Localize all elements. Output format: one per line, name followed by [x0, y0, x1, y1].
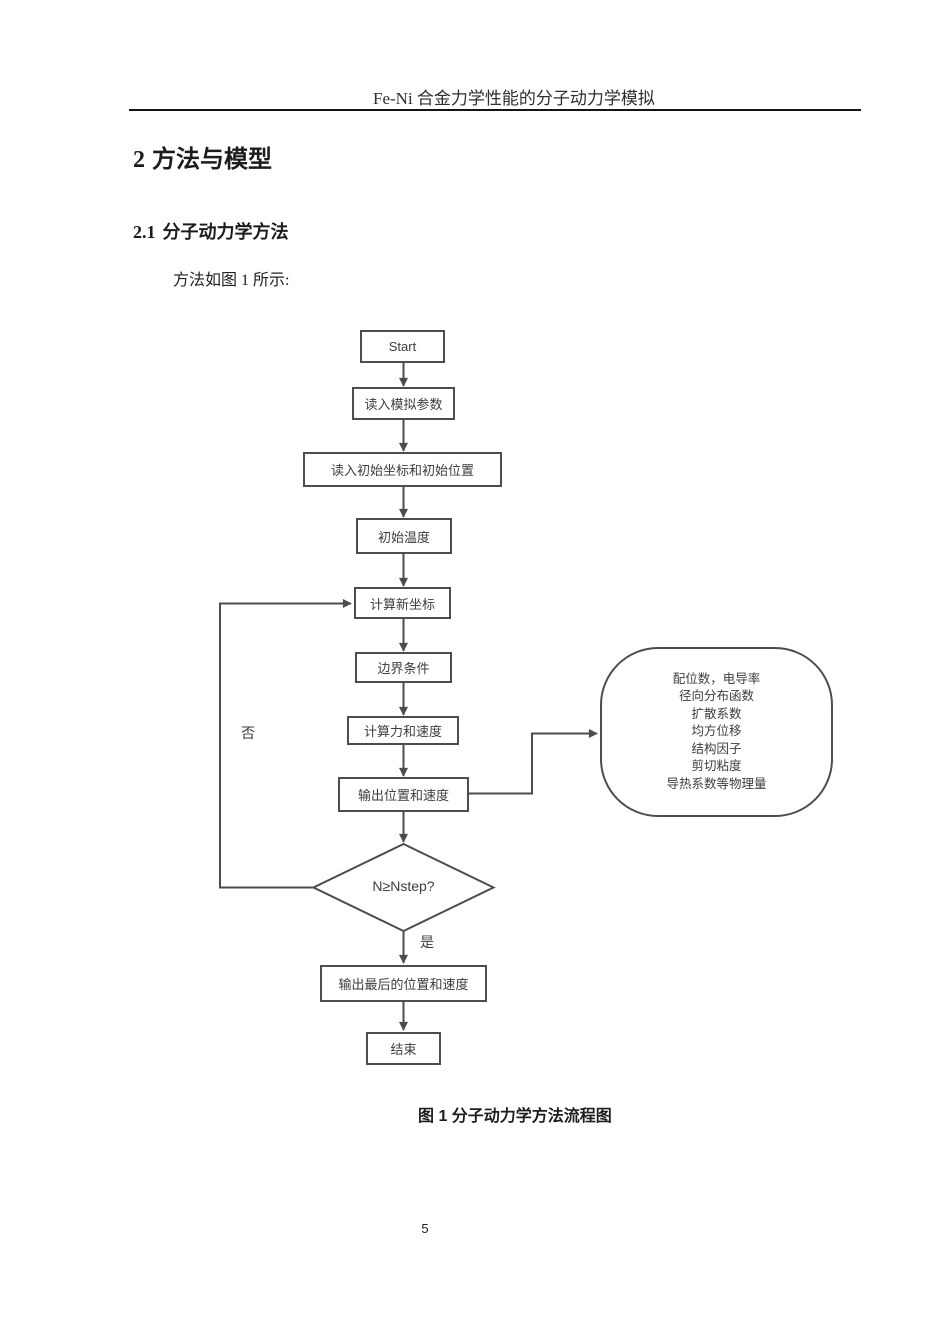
flow-node-output-pos-velocity: 输出位置和速度 — [338, 777, 469, 812]
subsection-heading: 2.1 分子动力学方法 — [133, 220, 289, 244]
flow-node-read-coords: 读入初始坐标和初始位置 — [303, 452, 502, 487]
flow-node-read-params: 读入模拟参数 — [352, 387, 455, 420]
subsection-title: 分子动力学方法 — [162, 222, 289, 242]
flow-node-calc-force-velocity: 计算力和速度 — [347, 716, 459, 745]
flow-node-boundary: 边界条件 — [355, 652, 452, 683]
flow-node-start: Start — [360, 330, 445, 363]
flow-node-end: 结束 — [366, 1032, 441, 1065]
connector-to-quantities — [468, 729, 598, 795]
section-heading: 2 方法与模型 — [133, 144, 272, 176]
quantity-line: 径向分布函数 — [678, 689, 754, 704]
flow-node-calc-new-coords: 计算新坐标 — [354, 587, 451, 619]
section-number: 2 — [133, 147, 145, 173]
quantity-line: 导热系数等物理量 — [666, 776, 767, 791]
running-header-title: Fe-Ni 合金力学性能的分子动力学模拟 — [373, 89, 655, 108]
flow-no-label: 否 — [241, 725, 255, 741]
flow-decision-label: N≥Nstep? — [372, 878, 435, 894]
flow-yes-label: 是 — [420, 934, 434, 950]
subsection-number: 2.1 — [133, 222, 156, 242]
quantity-line: 结构因子 — [691, 741, 742, 756]
figure-caption: 图 1 分子动力学方法流程图 — [418, 1108, 612, 1125]
flow-node-init-temp: 初始温度 — [356, 518, 452, 554]
flow-node-physical-quantities: 配位数，电导率 径向分布函数 扩散系数 均方位移 结构因子 剪切粘度 导热系数等… — [600, 647, 833, 817]
flow-node-output-final: 输出最后的位置和速度 — [320, 965, 487, 1002]
quantity-line: 扩散系数 — [691, 706, 742, 721]
header-rule — [129, 109, 861, 111]
connector-no-loop — [219, 599, 352, 889]
section-title: 方法与模型 — [152, 146, 272, 173]
quantity-line: 均方位移 — [691, 724, 742, 739]
page-number: 5 — [421, 1221, 429, 1236]
quantity-line: 剪切粘度 — [691, 759, 742, 774]
quantity-line: 配位数，电导率 — [672, 671, 761, 686]
intro-paragraph: 方法如图 1 所示: — [173, 272, 290, 289]
